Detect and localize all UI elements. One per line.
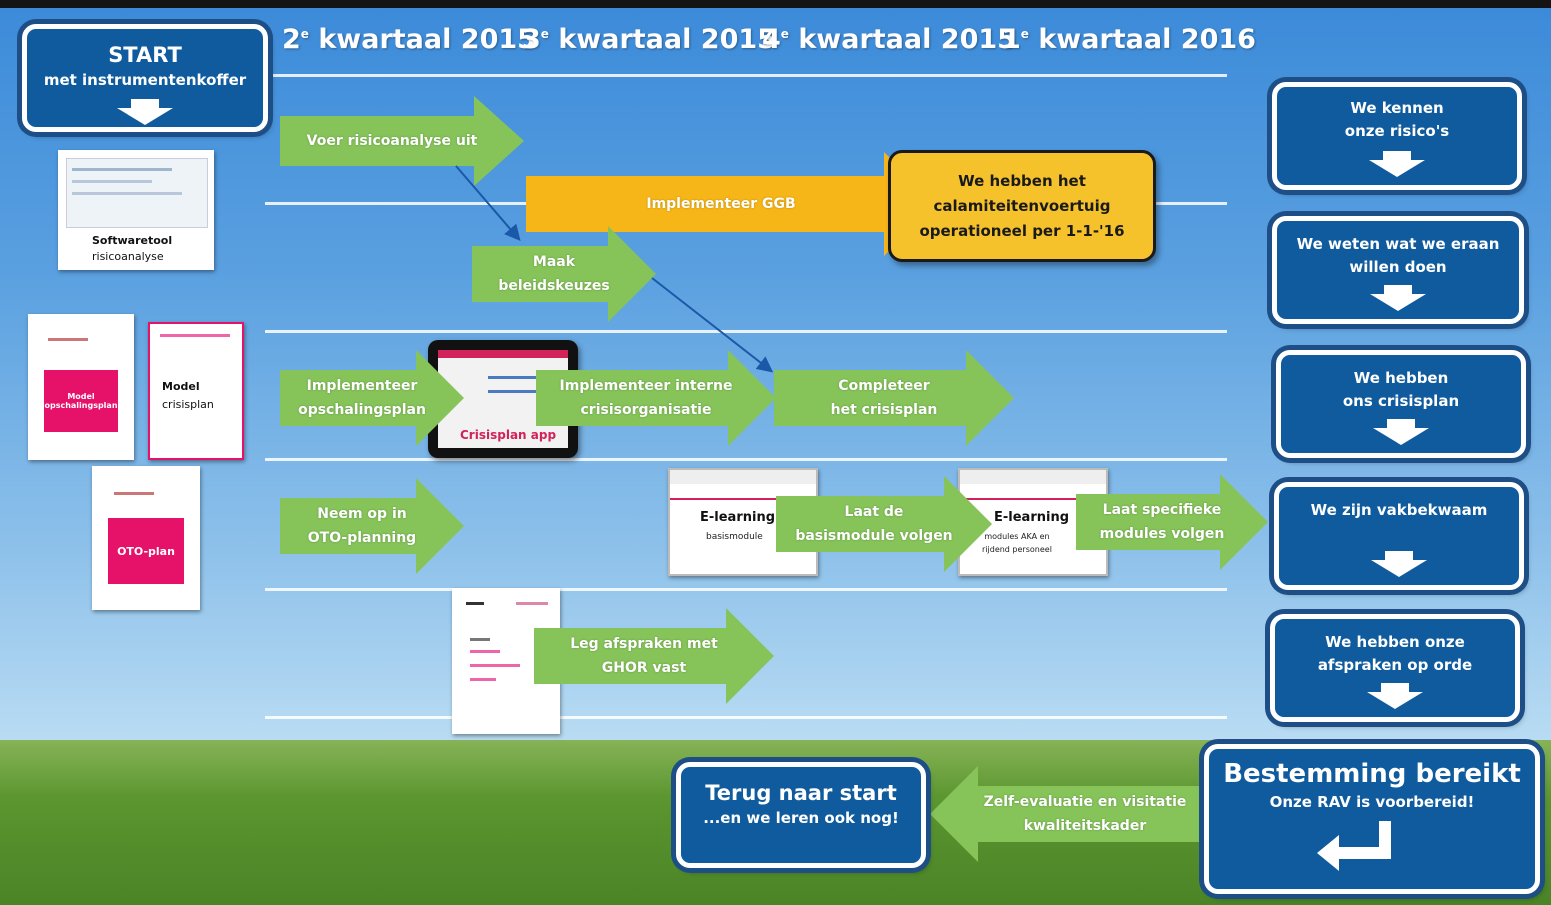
quarter-q4-2015: 4e kwartaal 2015 xyxy=(762,24,1016,55)
outcome-competent: We zijn vakbekwaam xyxy=(1274,482,1524,590)
elearning-title: E-learning xyxy=(700,510,776,525)
destination-box: Bestemming bereikt Onze RAV is voorberei… xyxy=(1204,744,1540,894)
ghor-agreements-label: Leg afspraken met GHOR vast xyxy=(570,636,718,676)
basis-module-label: Laat de basismodule volgen xyxy=(795,504,953,544)
complete-crisisplan-label: Completeer het crisisplan xyxy=(830,378,938,418)
ghor-agreements-arrow: Leg afspraken met GHOR vast xyxy=(534,608,774,704)
lane-divider xyxy=(265,74,1227,77)
lane-divider xyxy=(265,330,1227,333)
start-subtitle: met instrumentenkoffer xyxy=(43,71,247,89)
software-tool-doc: Softwaretool risicoanalyse xyxy=(58,150,214,270)
specific-modules-label: Laat specifieke modules volgen xyxy=(1099,502,1225,542)
elearning-subtitle-2: modules AKA en rijdend personeel xyxy=(982,532,1052,554)
scale-up-plan-arrow: Implementeer opschalingsplan xyxy=(280,350,464,446)
complete-crisisplan-arrow: Completeer het crisisplan xyxy=(774,350,1014,446)
down-arrow-icon xyxy=(117,99,173,125)
quarter-q3-2015: 3e kwartaal 2015 xyxy=(522,24,776,55)
model-opschaling-label: Model opschalingsplan xyxy=(44,370,118,432)
model-crisisplan-doc: Model crisisplan xyxy=(148,322,244,460)
down-arrow-icon xyxy=(1369,151,1425,177)
model-caption-2: crisisplan xyxy=(162,398,214,411)
implement-ggb-arrow: Implementeer GGB xyxy=(526,152,936,256)
software-caption-2: risicoanalyse xyxy=(92,250,164,263)
lane-divider xyxy=(265,458,1227,461)
software-caption: Softwaretool xyxy=(92,234,173,247)
scale-up-plan-label: Implementeer opschalingsplan xyxy=(298,378,426,418)
outcome-actions-known: We weten wat we eraan willen doen xyxy=(1272,216,1524,324)
down-arrow-icon xyxy=(1367,683,1423,709)
policy-choices-arrow: Maak beleidskeuzes xyxy=(472,226,656,322)
risk-analysis-label: Voer risicoanalyse uit xyxy=(306,133,478,149)
back-subtitle: ...en we leren ook nog! xyxy=(703,809,899,827)
self-evaluation-arrow: Zelf-evaluatie en visitatie kwaliteitska… xyxy=(930,766,1200,862)
oto-plan-label: OTO-plan xyxy=(108,518,184,584)
start-button[interactable]: START met instrumentenkoffer xyxy=(22,24,268,132)
destination-title: Bestemming bereikt xyxy=(1223,759,1521,789)
oto-planning-label: Neem op in OTO-planning xyxy=(307,506,417,546)
basis-module-arrow: Laat de basismodule volgen xyxy=(776,476,992,572)
self-evaluation-label: Zelf-evaluatie en visitatie kwaliteitska… xyxy=(983,794,1187,834)
lane-divider xyxy=(265,588,1227,591)
internal-crisis-org-arrow: Implementeer interne crisisorganisatie xyxy=(536,350,776,446)
outcome-risks-known: We kennen onze risico's xyxy=(1272,82,1522,190)
top-frame xyxy=(0,0,1551,8)
specific-modules-arrow: Laat specifieke modules volgen xyxy=(1076,474,1268,570)
back-title: Terug naar start xyxy=(705,781,897,805)
down-arrow-icon xyxy=(1371,551,1427,577)
elearning-title-2: E-learning xyxy=(994,510,1070,525)
implement-ggb-label: Implementeer GGB xyxy=(646,196,796,212)
risk-analysis-arrow: Voer risicoanalyse uit xyxy=(280,96,524,186)
app-caption: Crisisplan app xyxy=(460,428,557,442)
policy-choices-label: Maak beleidskeuzes xyxy=(498,254,610,294)
elearning-subtitle: basismodule xyxy=(706,532,763,542)
model-opschaling-doc: Model opschalingsplan xyxy=(28,314,134,460)
return-arrow-icon xyxy=(1317,821,1391,871)
oto-plan-doc: OTO-plan xyxy=(92,466,200,610)
outcome-agreements: We hebben onze afspraken op orde xyxy=(1270,614,1520,722)
down-arrow-icon xyxy=(1373,419,1429,445)
start-title: START xyxy=(108,43,182,67)
quarter-q1-2016: 1e kwartaal 2016 xyxy=(1002,24,1256,55)
quarter-q2-2015: 2e kwartaal 2015 xyxy=(282,24,536,55)
internal-crisis-org-label: Implementeer interne crisisorganisatie xyxy=(559,378,733,418)
outcome-crisisplan: We hebben ons crisisplan xyxy=(1276,350,1526,458)
back-to-start-button[interactable]: Terug naar start ...en we leren ook nog! xyxy=(676,762,926,868)
lane-divider xyxy=(265,716,1227,719)
destination-subtitle: Onze RAV is voorbereid! xyxy=(1269,793,1475,811)
oto-planning-arrow: Neem op in OTO-planning xyxy=(280,478,464,574)
vehicle-operational-milestone: We hebben het calamiteitenvoertuig opera… xyxy=(888,150,1156,262)
down-arrow-icon xyxy=(1370,285,1426,311)
model-caption: Model xyxy=(162,380,200,393)
